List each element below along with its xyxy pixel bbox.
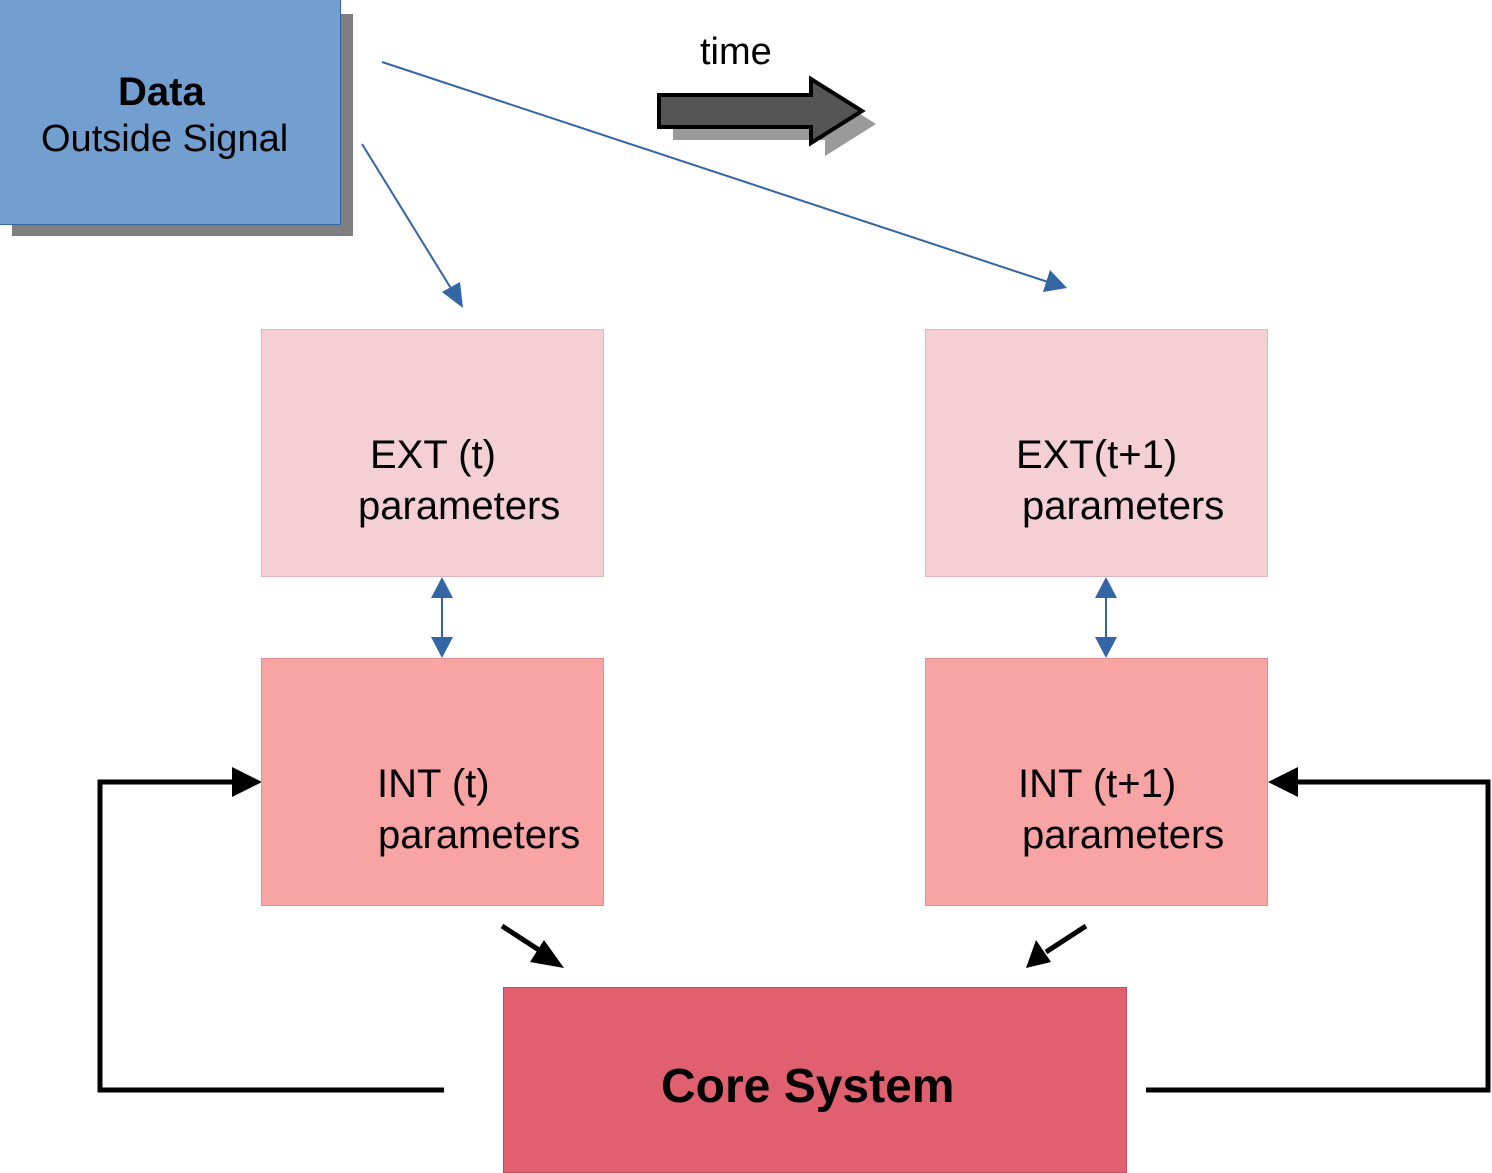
data-box	[0, 0, 341, 225]
time-arrow	[657, 75, 876, 156]
arrow-int-t-to-core	[500, 923, 564, 968]
data-title: Data	[118, 70, 205, 114]
int-t1-box	[925, 658, 1268, 906]
time-label: time	[700, 31, 772, 73]
core-system-label: Core System	[661, 1060, 955, 1113]
int-t-subtitle: parameters	[378, 813, 581, 857]
int-t-box	[261, 658, 604, 906]
double-arrow-t	[431, 577, 453, 658]
feedback-loop-right	[1146, 767, 1491, 1093]
feedback-loop-left	[97, 767, 444, 1093]
ext-t-title: EXT (t)	[370, 433, 496, 477]
ext-t1-title: EXT(t+1)	[1016, 433, 1178, 477]
arrow-int-t1-to-core	[1026, 923, 1088, 968]
signal-arrow-to-ext-t	[361, 143, 463, 308]
ext-t1-box	[925, 329, 1268, 577]
ext-t-box	[261, 329, 604, 577]
ext-t1-subtitle: parameters	[1022, 484, 1225, 528]
int-t1-title: INT (t+1)	[1018, 762, 1177, 806]
signal-arrow-to-ext-t1	[381, 61, 1067, 292]
data-subtitle: Outside Signal	[41, 118, 289, 160]
ext-t-subtitle: parameters	[358, 484, 561, 528]
int-t-title: INT (t)	[377, 762, 490, 806]
int-t1-subtitle: parameters	[1022, 813, 1225, 857]
core-system-box	[503, 987, 1127, 1173]
double-arrow-t1	[1095, 577, 1117, 658]
